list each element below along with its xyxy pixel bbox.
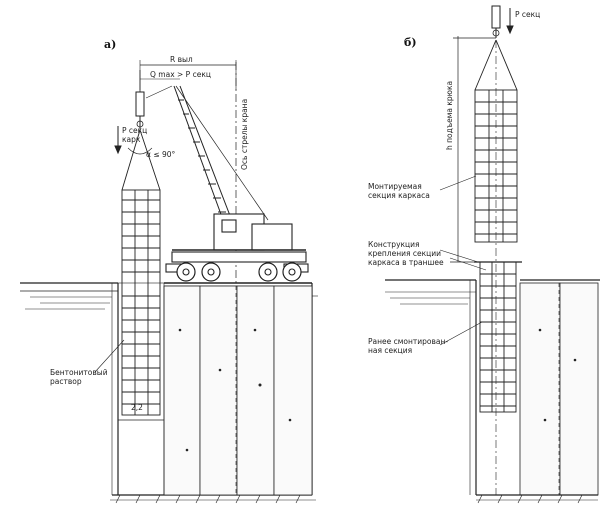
crane-body bbox=[165, 213, 309, 282]
panel-b bbox=[385, 5, 600, 504]
radius-label: R выл bbox=[170, 55, 193, 64]
bentonite-leader bbox=[94, 339, 125, 373]
trench-a bbox=[117, 282, 165, 496]
bentonite-note: Бентонитовый раствор bbox=[50, 368, 108, 386]
bottom-hatch-b bbox=[477, 494, 583, 504]
concrete-panels-b bbox=[476, 279, 600, 501]
previous-section-note: Ранее смонтирован- ная секция bbox=[368, 337, 449, 355]
angle-arc bbox=[127, 147, 153, 155]
cage-a bbox=[121, 129, 161, 416]
panel-a-label: а) bbox=[104, 38, 117, 51]
hook-b bbox=[491, 5, 501, 38]
load-label-b: P секц bbox=[515, 10, 541, 19]
angle-label: α ≤ 90° bbox=[146, 150, 176, 159]
fastening-note: Конструкция крепления секции каркаса в т… bbox=[368, 240, 444, 267]
crane-axis-label: Ось стрелы крана bbox=[240, 98, 249, 170]
load-arrow-a bbox=[114, 126, 122, 155]
concrete-panels-a bbox=[163, 285, 313, 496]
load-label-a: P секц bbox=[122, 126, 148, 135]
load-arrow-b bbox=[506, 8, 514, 35]
level-mark: 2,2 bbox=[131, 403, 143, 412]
leaders-b bbox=[439, 175, 487, 346]
panel-a bbox=[20, 60, 318, 504]
capacity-formula: Q max > P секц bbox=[150, 70, 211, 79]
cage-b-lower bbox=[474, 261, 522, 413]
mounted-section-note: Монтируемая секция каркаса bbox=[368, 182, 430, 200]
bottom-hatch-a bbox=[115, 494, 301, 504]
load-sub-label-a: карк bbox=[122, 135, 141, 144]
crane-boom bbox=[145, 85, 269, 229]
hook-height-label: h подъема крюка bbox=[445, 80, 454, 150]
ground-left-b bbox=[385, 279, 477, 495]
panel-b-label: б) bbox=[404, 36, 417, 49]
